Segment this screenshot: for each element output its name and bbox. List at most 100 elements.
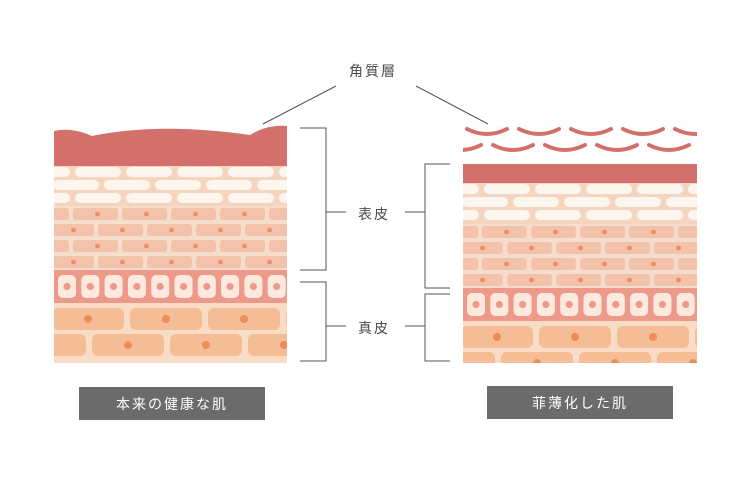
dermis-bracket-left [300, 281, 327, 362]
flat-cell [513, 197, 559, 207]
dermis-cell-nucleus [571, 333, 579, 341]
flat-cell [637, 184, 683, 194]
epidermal-cell [654, 242, 697, 254]
cell-nucleus [431, 278, 436, 283]
dermis-cell [695, 327, 697, 347]
cell-nucleus [267, 259, 272, 265]
corneum-leader-right [415, 85, 489, 125]
cell-nucleus [529, 245, 534, 251]
flat-cell [535, 184, 581, 194]
epidermal-cell [245, 256, 287, 268]
flat-cell [279, 167, 287, 177]
dermis-cell-nucleus [124, 341, 132, 349]
cell-nucleus [455, 262, 460, 267]
epidermal-cell [463, 226, 478, 238]
flat-cell [177, 193, 223, 203]
cell-nucleus [267, 227, 272, 233]
thin-skin-caption: 菲薄化した肌 [487, 386, 673, 419]
flat-cell [411, 197, 457, 207]
cell-nucleus [529, 277, 534, 283]
flat-cell [484, 210, 530, 220]
epidermal-cell [54, 208, 69, 220]
cell-nucleus [169, 227, 174, 233]
basal-cell-nucleus [519, 300, 527, 309]
basal-cell-nucleus [133, 282, 141, 291]
epidermal-cell [269, 208, 287, 220]
flat-cell [688, 184, 697, 194]
cell-nucleus [144, 211, 149, 217]
flat-cell [484, 184, 530, 194]
basal-cell-nucleus [612, 300, 620, 309]
cell-nucleus [95, 243, 100, 249]
epidermis-bracket-left [300, 127, 327, 271]
cell-nucleus [553, 229, 558, 235]
flat-cell [228, 167, 274, 177]
flat-cell [228, 193, 274, 203]
cell-nucleus [578, 245, 583, 251]
cell-nucleus [553, 261, 558, 267]
stratum-corneum-label: 角質層 [349, 64, 397, 80]
flat-cell [54, 193, 70, 203]
flat-cell [177, 167, 223, 177]
healthy-skin-caption: 本来の健康な肌 [79, 387, 265, 420]
dermis-cell [579, 352, 651, 363]
dermis-cell-nucleus [611, 359, 619, 363]
dermis-cell-nucleus [689, 359, 697, 363]
cell-nucleus [291, 212, 296, 217]
epidermal-cell [0, 256, 45, 268]
cell-nucleus [676, 245, 681, 251]
dermis-cell-nucleus [84, 315, 92, 323]
dermis-cell [657, 352, 697, 363]
dermis-cell-nucleus [727, 333, 735, 341]
flaking-corneum-scale [621, 127, 665, 136]
cell-nucleus [627, 277, 632, 283]
flat-cell [206, 180, 252, 190]
flat-cell [54, 167, 70, 177]
stratum-corneum-layer [463, 164, 697, 183]
cell-nucleus [602, 261, 607, 267]
dermis-bracket-right [424, 293, 450, 362]
cell-nucleus [71, 227, 76, 233]
cell-nucleus [651, 261, 656, 267]
epidermal-cell [654, 274, 697, 286]
cell-nucleus [218, 227, 223, 233]
flat-cell [75, 193, 121, 203]
cell-nucleus [504, 229, 509, 235]
flat-cell [2, 180, 48, 190]
flat-cell [104, 180, 150, 190]
basal-cell-nucleus [156, 282, 164, 291]
flat-cell [615, 197, 661, 207]
stratum-corneum-layer [54, 125, 287, 166]
dermis-cell [501, 352, 573, 363]
dermis-cell-nucleus [46, 341, 54, 349]
epidermis-bracket-right [424, 163, 450, 289]
epidermal-cell [269, 240, 287, 252]
dermis-cell-nucleus [493, 333, 501, 341]
epidermal-cell [463, 258, 478, 270]
cell-nucleus [218, 259, 223, 265]
flat-cell [666, 197, 697, 207]
dermis-cell-nucleus [533, 359, 541, 363]
dermis-cell-nucleus [318, 315, 326, 323]
healthy-skin-cross-section [0, 125, 326, 363]
basal-cell-nucleus [179, 282, 188, 291]
cell-nucleus [480, 245, 485, 251]
cell-nucleus [46, 212, 51, 217]
flaking-corneum-scale [543, 143, 587, 152]
dermis-cell-nucleus [240, 315, 248, 323]
flat-cell [75, 167, 121, 177]
epidermal-cell [0, 224, 45, 236]
flaking-corneum-scale [517, 127, 561, 136]
flat-cell [155, 180, 201, 190]
flaking-corneum-scale [673, 127, 697, 136]
cell-nucleus [95, 211, 100, 217]
dermis-cell-nucleus [649, 333, 657, 341]
cell-nucleus [431, 246, 436, 251]
basal-cell-nucleus [273, 282, 281, 291]
cell-nucleus [602, 229, 607, 235]
basal-cell-nucleus [249, 282, 257, 291]
flaking-corneum-scale [569, 127, 613, 136]
basal-cell-nucleus [495, 300, 503, 309]
flaking-corneum-scale [491, 143, 535, 152]
cell-nucleus [120, 227, 125, 233]
